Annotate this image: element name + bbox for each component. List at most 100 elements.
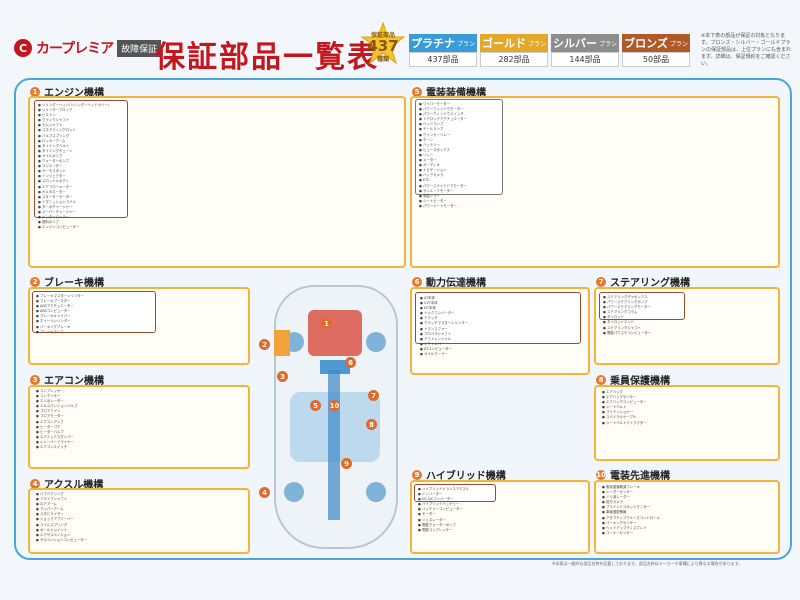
section-title: 電装装備機構 bbox=[426, 88, 486, 99]
parts-list-item: ● ATコンピューター bbox=[420, 346, 452, 351]
section-axle-box bbox=[28, 488, 250, 554]
section-number: 8 bbox=[596, 374, 606, 385]
parts-list-item: ● 燃料ポンプ bbox=[38, 220, 59, 225]
plan-name: シルバー bbox=[552, 37, 597, 50]
parts-list-item: ● サーモスタット bbox=[38, 169, 66, 174]
parts-list-item: ● ジェネレーター bbox=[418, 517, 446, 522]
section-title: ブレーキ機構 bbox=[44, 278, 104, 289]
parts-list-item: ● 車線逸脱警報 bbox=[602, 510, 627, 515]
ac-list: ● コンプレッサー● コンデンサー● エバポレーター● エキスパンションバルブ●… bbox=[36, 389, 116, 450]
parts-list-item: ● オルタネーター bbox=[38, 189, 66, 194]
parts-list-item: ● レーダーセンサー bbox=[602, 490, 634, 495]
parts-list-item: ● パーキングブレーキ bbox=[36, 324, 71, 329]
parts-list-item: ● タイミングチェーン bbox=[38, 148, 73, 153]
plan-platinum: プラチナプラン 437部品 bbox=[409, 34, 477, 67]
plan-count: 282部品 bbox=[480, 52, 548, 67]
parts-list-item: ● 電動コンプレッサー bbox=[418, 527, 453, 532]
parts-list-item: ● インバーター bbox=[418, 492, 443, 497]
parts-list-item: ● シートヒーター bbox=[419, 198, 447, 203]
plan-bronze: ブロンズプラン 50部品 bbox=[622, 34, 690, 67]
parts-list-item: ● ABSアクチュエーター bbox=[36, 304, 74, 309]
parts-list-item: ● ブレーキキャリパー bbox=[36, 314, 71, 319]
parts-list-item: ● CVT本体 bbox=[420, 301, 438, 306]
parts-list-item: ● パワーステアリングポンプ bbox=[603, 300, 648, 305]
plan-count: 437部品 bbox=[409, 52, 477, 67]
marker-1: 1 bbox=[321, 318, 332, 329]
section-number: 2 bbox=[30, 276, 40, 287]
engine-bronze-group bbox=[34, 100, 128, 218]
plan-count: 144部品 bbox=[551, 52, 619, 67]
badge-count: 437 bbox=[367, 37, 399, 55]
parts-list-item: ● AT本体 bbox=[420, 296, 435, 300]
brake-list: ● ブレーキマスターシリンダー● ブレーキブースター● ABSアクチュエーター●… bbox=[36, 294, 150, 335]
parts-list-item: ● ブロアモーター bbox=[36, 414, 64, 419]
plan-suffix: プラン bbox=[456, 40, 475, 48]
marker-7: 7 bbox=[368, 390, 379, 401]
section-drive-title: 6 動力伝達機構 bbox=[412, 274, 486, 289]
section-occupant-box bbox=[594, 385, 780, 461]
steering-bronze-group bbox=[599, 292, 685, 320]
marker-8: 8 bbox=[366, 419, 377, 430]
marker-10: 10 bbox=[329, 400, 340, 411]
parts-list-item: ● パワーステアリングモーター bbox=[603, 305, 651, 310]
badge-unit: 種類 bbox=[376, 56, 389, 63]
section-hybrid-title: 9 ハイブリッド機構 bbox=[412, 467, 506, 482]
parts-list-item: ● ハイブリッドバッテリー bbox=[418, 502, 460, 507]
section-brake-title: 2 ブレーキ機構 bbox=[30, 274, 104, 289]
parts-list-item: ● パーキングセンサー bbox=[602, 520, 637, 525]
parts-list-item: ● ロッカーアーム bbox=[38, 138, 66, 143]
brand-name: カープレミア bbox=[36, 41, 114, 57]
advanced-list: ● 衝突被害軽減ブレーキ● レーダーセンサー● ミリ波レーダー● 前方カメラ● … bbox=[602, 485, 682, 536]
parts-list-item: ● DC-DCコンバーター bbox=[418, 497, 454, 502]
section-title: 乗員保護機構 bbox=[610, 376, 670, 387]
parts-list-item: ● 電動ミラー bbox=[419, 193, 440, 198]
parts-list-item: ● ショックアブソーバー bbox=[36, 517, 74, 522]
parts-list-item: ● ヒーターバルブ bbox=[36, 429, 64, 434]
parts-list-item: ● スパイラルケーブル bbox=[602, 415, 637, 420]
parts-list-item: ● ブロアファン bbox=[36, 409, 61, 414]
parts-list-item: ● オイルポンプ bbox=[38, 153, 63, 158]
section-title: 動力伝達機構 bbox=[426, 278, 486, 289]
page-title: 保証部品一覧表 bbox=[155, 40, 379, 75]
parts-list-item: ● エアバッグセンサー bbox=[602, 395, 637, 400]
parts-list-item: ● ブレーキブースター bbox=[36, 299, 71, 304]
parts-list-item: ● プロペラシャフト bbox=[420, 331, 452, 336]
section-number: 10 bbox=[596, 469, 606, 480]
marker-9: 9 bbox=[341, 458, 352, 469]
parts-list-item: ● ロアアーム bbox=[36, 502, 57, 507]
drive-list: ● AT本体● CVT本体● MT本体● トルクコンバーター● クラッチ● クラ… bbox=[420, 296, 500, 357]
section-title: アクスル機構 bbox=[44, 480, 104, 491]
parts-list-item: ● ETC bbox=[419, 178, 430, 183]
parts-list-item: ● ターボチャージャー bbox=[38, 204, 73, 209]
section-title: エアコン機構 bbox=[44, 376, 104, 387]
parts-list-item: ● エンジンコンピューター bbox=[38, 225, 80, 230]
parts-list-item: ● 前方カメラ bbox=[602, 500, 623, 505]
plan-suffix: プラン bbox=[598, 40, 617, 48]
parts-list-item: ● ドライブシャフト bbox=[36, 497, 68, 502]
parts-list-item: ● シフトレバー bbox=[420, 341, 445, 346]
badge-top: 保証部品 bbox=[370, 32, 395, 39]
plan-suffix: プラン bbox=[669, 40, 688, 48]
parts-count-badge: 保証部品 437 種類 bbox=[359, 30, 407, 63]
section-occupant-title: 8 乗員保護機構 bbox=[596, 372, 670, 387]
parts-list-item: ● パワーウィンドウスイッチ bbox=[419, 112, 464, 117]
parts-list-item: ● モーター bbox=[418, 512, 436, 517]
parts-list-item: ● バッテリーコンピューター bbox=[418, 507, 463, 512]
brand-tag: 故障保証 bbox=[117, 39, 162, 57]
parts-list-item: ● コーナーセンサー bbox=[602, 530, 634, 535]
parts-list-item: ● バッテリー bbox=[419, 142, 440, 147]
parts-list-item: ● コンプレッサー bbox=[36, 389, 64, 393]
parts-list-item: ● レシーバードライヤー bbox=[36, 439, 74, 444]
plan-suffix: プラン bbox=[527, 40, 546, 48]
parts-list-item: ● クラッチ bbox=[420, 316, 438, 321]
section-number: 5 bbox=[412, 86, 422, 97]
parts-list-item: ● ブレーキホース bbox=[36, 329, 64, 334]
parts-list-item: ● パワーシートモーター bbox=[419, 203, 457, 208]
marker-6: 6 bbox=[345, 357, 356, 368]
section-title: ハイブリッド機構 bbox=[426, 471, 506, 482]
parts-list-item: ● テールランプ bbox=[419, 127, 444, 132]
parts-list-item: ● ヒューズボックス bbox=[419, 147, 450, 152]
parts-list-item: ● デファレンシャル bbox=[420, 336, 452, 341]
parts-list-item: ● クランクシャフト bbox=[38, 118, 70, 123]
parts-list-item: ● ピストン bbox=[38, 113, 56, 118]
